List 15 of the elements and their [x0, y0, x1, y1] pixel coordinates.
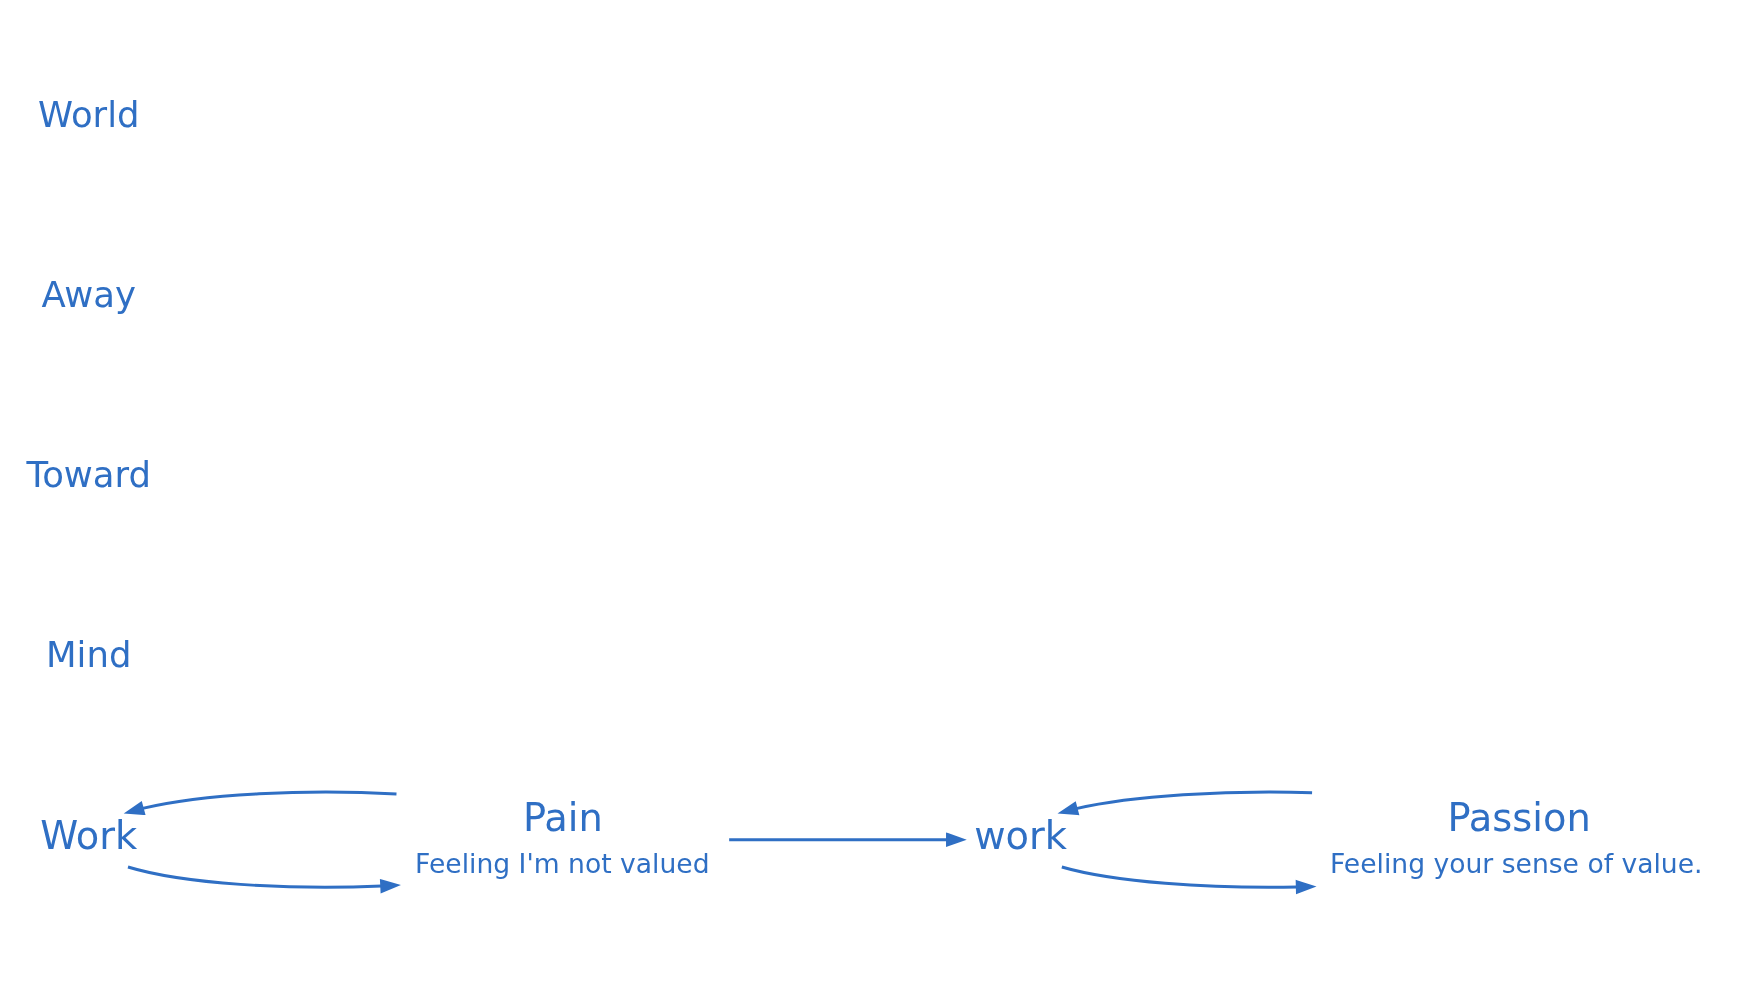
arrow — [1057, 790, 1313, 815]
label: Toward — [26, 453, 151, 495]
node-label: Feeling I'm not valued — [415, 847, 710, 879]
node-label: Feeling your sense of value. — [1330, 847, 1703, 879]
arrow — [123, 790, 397, 815]
arrow — [729, 831, 967, 847]
arrow — [1061, 865, 1317, 894]
label: Mind — [46, 633, 132, 675]
arrow — [127, 865, 401, 893]
node-text: Work — [40, 812, 138, 858]
node-text: work — [974, 812, 1068, 858]
label: World — [37, 93, 140, 135]
label: Away — [41, 273, 136, 315]
node-text: Passion — [1447, 794, 1591, 840]
node-text: Pain — [522, 794, 603, 840]
